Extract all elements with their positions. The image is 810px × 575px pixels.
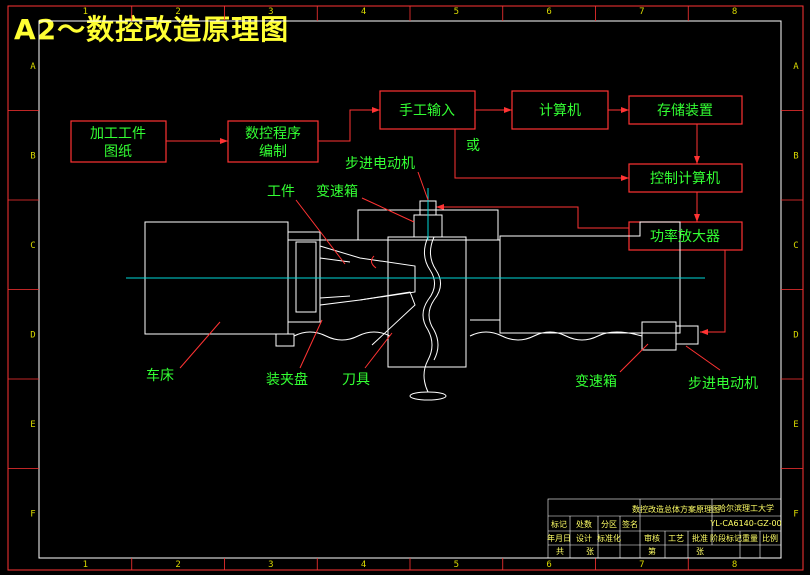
grid-row-right: B: [793, 151, 798, 161]
label-tool: 刀具: [342, 372, 370, 388]
label-computer: 计算机: [539, 103, 581, 119]
label-gearbox-top: 变速箱: [316, 184, 358, 200]
grid-col-top: 4: [361, 7, 366, 17]
title-block-cell: 设计: [576, 533, 592, 543]
title-block-drawing-no: YL-CA6140-GZ-00: [709, 519, 781, 528]
grid-row-left: C: [30, 241, 35, 251]
label-workpiece-drawing: 加工工件图纸: [90, 126, 146, 160]
label-gearbox-bottom: 变速箱: [575, 374, 617, 390]
title-block-cell: 审核: [644, 533, 660, 543]
workpiece-cone: [319, 245, 416, 306]
grid-col-top: 6: [546, 7, 551, 17]
grid-row-left: F: [30, 509, 35, 519]
title-block-cell: 年月日: [547, 533, 571, 543]
grid-col-bottom: 7: [639, 560, 644, 570]
arrow-program-to-input: [318, 109, 380, 142]
grid-col-bottom: 8: [732, 560, 737, 570]
grid-row-left: E: [30, 420, 35, 430]
label-storage: 存储装置: [657, 103, 713, 119]
grid-row-left: D: [30, 330, 35, 340]
feed-screw-vertical: [422, 236, 435, 393]
title-block-cell: 张: [586, 547, 594, 556]
title-block-name: 数控改造总体方案原理图: [632, 504, 720, 514]
label-stepper-motor-bottom: 步进电动机: [688, 376, 758, 392]
label-manual-input: 手工输入: [399, 103, 455, 119]
grid-col-bottom: 6: [546, 560, 551, 570]
grid-col-top: 1: [83, 7, 88, 17]
title-block-cell: 比例: [762, 533, 778, 543]
grid-col-top: 2: [175, 7, 180, 17]
arrow-amplifier-to-top-motor: [436, 206, 629, 229]
grid-row-right: F: [793, 509, 798, 519]
grid-row-left: B: [30, 151, 35, 161]
title-block-cell: 张: [696, 547, 704, 556]
title-block-cell: 第: [648, 546, 656, 556]
arrow-input-to-control: [454, 129, 629, 179]
title-block-cell: 重量: [742, 533, 758, 543]
grid-col-bottom: 3: [268, 560, 273, 570]
chuck-foot: [275, 333, 295, 347]
chuck-outer: [287, 231, 321, 323]
title-block-cell: 批准: [692, 533, 708, 543]
title-block-cell: 分区: [601, 520, 617, 529]
label-control-computer: 控制计算机: [650, 171, 720, 187]
label-lathe: 车床: [146, 367, 174, 384]
label-chuck: 装夹盘: [266, 371, 308, 388]
tool-bit: [359, 291, 416, 346]
grid-row-right: C: [793, 241, 798, 251]
label-or: 或: [466, 138, 480, 154]
arrow-amplifier-to-bottom-motor: [700, 250, 726, 333]
grid-col-top: 5: [454, 7, 459, 17]
grid-row-left: A: [30, 62, 36, 72]
title-block-cell: 共: [556, 547, 564, 556]
label-workpiece: 工件: [267, 184, 295, 200]
grid-col-top: 3: [268, 7, 273, 17]
grid-row-right: E: [793, 420, 798, 430]
grid-col-top: 7: [639, 7, 644, 17]
grid-row-right: D: [793, 330, 798, 340]
inner-frame: [38, 20, 782, 559]
grid-col-top: 8: [732, 7, 737, 17]
grid-col-bottom: 2: [175, 560, 180, 570]
label-power-amplifier: 功率放大器: [650, 228, 720, 245]
grid-col-bottom: 4: [361, 560, 366, 570]
grid-col-bottom: 1: [83, 560, 88, 570]
title-block-cell: 阶段标记: [710, 533, 742, 543]
title-block-cell: 签名: [622, 519, 638, 529]
label-nc-program: 数控程序编制: [245, 126, 301, 160]
handwheel-base: [409, 391, 447, 401]
grid-row-right: A: [793, 62, 799, 72]
title-block-cells: 标记处数分区签名年月日设计标准化 审核工艺批准阶段标记重量比例共 张 第 张: [547, 519, 778, 556]
label-stepper-motor-top: 步进电动机: [345, 156, 415, 172]
lead-screw: [293, 331, 643, 341]
title-block-cell: 工艺: [668, 534, 684, 543]
tailstock-motor-box: [641, 321, 677, 351]
title-block-cell: 处数: [576, 519, 592, 529]
bottom-motor: [675, 325, 699, 345]
chuck-inner: [295, 241, 317, 313]
title-block-cell: 标准化: [597, 533, 621, 543]
outer-frame: [7, 5, 804, 571]
title-block-cell: 标记: [551, 519, 567, 529]
title-block: [547, 498, 782, 559]
grid-col-bottom: 5: [454, 560, 459, 570]
diagram-title: A2～数控改造原理图: [14, 13, 290, 46]
title-block-school: 哈尔滨理工大学: [718, 503, 774, 513]
